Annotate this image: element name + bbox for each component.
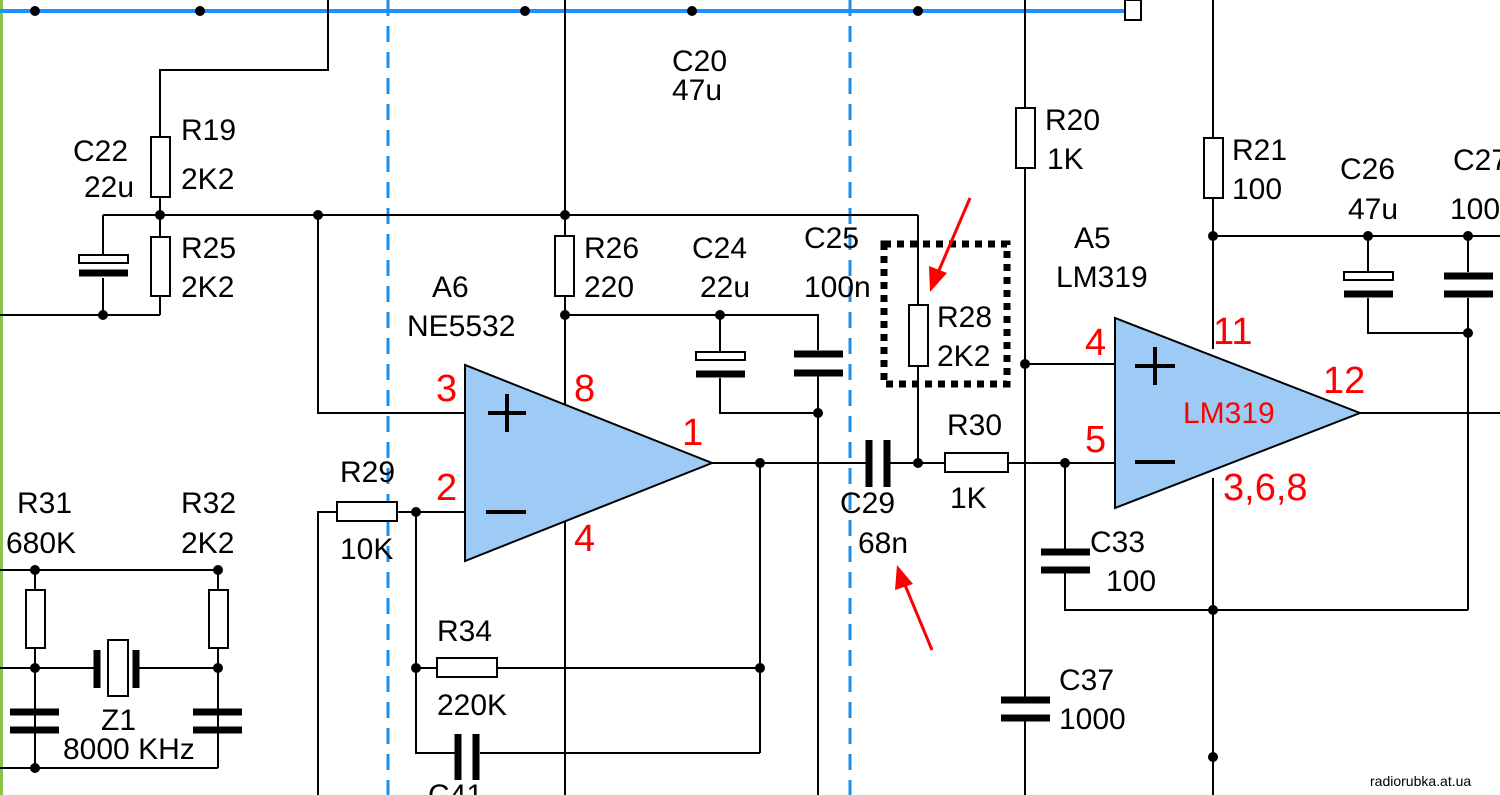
crystal-z1	[93, 639, 140, 697]
r28-name: R28	[937, 301, 992, 334]
annotation-arrow-c29	[895, 565, 934, 651]
r31-name: R31	[17, 487, 72, 520]
a5-chip-label: LM319	[1183, 397, 1275, 430]
opamp-a6-signs	[486, 394, 526, 514]
c33-name: C33	[1090, 526, 1145, 559]
c25-value: 100n	[804, 271, 871, 304]
c29-value: 68n	[858, 527, 908, 560]
r28-value: 2K2	[937, 340, 990, 373]
a5-pin-out: 12	[1323, 360, 1365, 402]
z1-value: 8000 KHz	[63, 733, 195, 766]
annotation-arrow-r28	[929, 197, 972, 292]
r30-name: R30	[947, 409, 1002, 442]
a6-pin-vminus: 4	[574, 518, 595, 560]
resistor-r29	[336, 501, 398, 522]
r26-value: 220	[584, 271, 634, 304]
c22-value: 22u	[84, 171, 134, 204]
r32-name: R32	[181, 487, 236, 520]
c20-name: C20	[672, 45, 727, 78]
r19-name: R19	[181, 114, 236, 147]
resistors	[25, 107, 1224, 678]
a5-pin-gnd: 3,6,8	[1223, 467, 1308, 509]
a5-value: LM319	[1056, 261, 1148, 294]
r31-value: 680K	[6, 527, 76, 560]
r20-value: 1K	[1047, 143, 1084, 176]
capacitor-c24	[695, 351, 746, 378]
junction-dots	[30, 210, 1473, 773]
a6-pin-vplus: 8	[574, 368, 595, 410]
a6-name: A6	[432, 271, 469, 304]
a6-value: NE5532	[407, 310, 515, 343]
opamp-a5	[1114, 316, 1363, 510]
resistor-r28	[908, 304, 929, 367]
capacitor-c25	[794, 350, 843, 377]
capacitor-c41	[454, 734, 480, 780]
c29-name: C29	[840, 487, 895, 520]
c33-value: 100	[1106, 565, 1156, 598]
a5-pin-plus: 4	[1085, 322, 1106, 364]
capacitor-c33	[1041, 548, 1090, 574]
a5-pin-vplus: 11	[1213, 311, 1252, 353]
a5-name: A5	[1074, 222, 1111, 255]
opamp-a5-signs	[1135, 347, 1175, 464]
resistor-r21	[1203, 137, 1224, 199]
resistor-r32	[208, 589, 229, 649]
resistor-r30	[944, 452, 1009, 473]
resistor-r31	[25, 589, 46, 649]
r32-value: 2K2	[181, 527, 234, 560]
z1-name: Z1	[101, 704, 136, 737]
r20-name: R20	[1045, 104, 1100, 137]
r19-value: 2K2	[181, 163, 234, 196]
c20-value: 47u	[672, 74, 722, 107]
c26-name: C26	[1340, 153, 1395, 186]
r29-name: R29	[340, 456, 395, 489]
opamp-a6	[464, 363, 715, 563]
capacitor-z1-right	[193, 708, 242, 734]
resistor-r25	[150, 236, 171, 297]
r34-name: R34	[437, 615, 492, 648]
c37-value: 1000	[1059, 703, 1126, 736]
resistor-r20	[1015, 107, 1036, 169]
r30-value: 1K	[950, 482, 987, 515]
a6-pin-minus: 2	[436, 467, 457, 509]
c37-name: C37	[1059, 664, 1114, 697]
capacitor-c27	[1444, 272, 1493, 298]
capacitor-c29	[865, 440, 891, 487]
resistor-r26	[554, 235, 575, 297]
r21-name: R21	[1232, 134, 1287, 167]
watermark: radiorubka.at.ua	[1370, 773, 1471, 789]
rail-junctions	[30, 6, 923, 16]
r25-value: 2K2	[181, 271, 234, 304]
rail-terminal	[1124, 0, 1142, 21]
resistor-r19	[150, 136, 171, 198]
capacitors	[10, 254, 1493, 780]
c41-name: C41	[428, 779, 483, 795]
c25-name: C25	[804, 222, 859, 255]
a6-pin-plus: 3	[436, 368, 457, 410]
left-border	[0, 0, 3, 795]
a6-pin-out: 1	[682, 412, 703, 454]
capacitor-z1-left	[10, 708, 59, 734]
r28-highlight-box	[880, 240, 1011, 388]
r21-value: 100	[1232, 173, 1282, 206]
r25-name: R25	[181, 232, 236, 265]
r26-name: R26	[584, 232, 639, 265]
c24-value: 22u	[700, 271, 750, 304]
r29-value: 10K	[340, 533, 393, 566]
capacitor-c26	[1343, 271, 1394, 298]
capacitor-c37	[1001, 696, 1050, 722]
c22-name: C22	[73, 135, 128, 168]
c24-name: C24	[692, 232, 747, 265]
capacitor-c22	[78, 254, 129, 277]
c26-value: 47u	[1348, 193, 1398, 226]
c27-name: C27	[1453, 144, 1500, 177]
r34-value: 220K	[437, 689, 507, 722]
a5-pin-minus: 5	[1085, 419, 1106, 461]
resistor-r34	[436, 657, 498, 678]
c27-value: 100	[1450, 193, 1500, 226]
